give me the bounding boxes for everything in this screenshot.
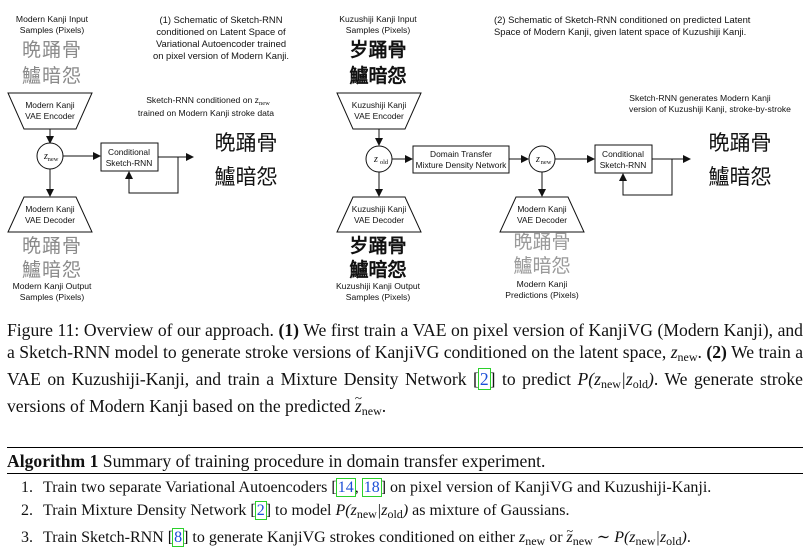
- algo-title: Algorithm 1: [7, 451, 99, 471]
- caption-step1-text: We first train a VAE on pixel version of…: [7, 320, 803, 362]
- caption-cite-2[interactable]: 2: [477, 368, 491, 390]
- right-rnn-label-2: Sketch-RNN: [600, 160, 647, 170]
- caption-intro: Overview of our approach.: [83, 320, 274, 340]
- right-title-2: Space of Modern Kanji, given latent spac…: [494, 26, 746, 37]
- right-zold-sub: old: [380, 159, 389, 166]
- caption-figure-label: Figure 11:: [7, 320, 80, 340]
- caption-step2-text-a: We train a VAE on Kuzushiji-Kanji, and t…: [7, 342, 804, 389]
- left-sketch-rnn: [100, 142, 159, 172]
- right-input-kanji-row1: 岁踊骨: [349, 38, 406, 61]
- figure-diagram: Modern Kanji Input Samples (Pixels) 晩踊骨 …: [7, 14, 791, 302]
- right-mod-vae-decoder: [499, 196, 585, 233]
- algo-steps: 1.Train two separate Variational Autoenc…: [7, 474, 803, 553]
- right-mdn-label-2: Mixture Density Network: [416, 160, 508, 170]
- algo-cite-2[interactable]: 2: [254, 501, 267, 520]
- left-title-4: on pixel version of Modern Kanji.: [153, 50, 289, 61]
- left-title-3: Variational Autoencoder trained: [156, 38, 286, 49]
- caption-step2-text-b: to predict: [502, 369, 572, 389]
- right-zold-symbol: z: [373, 154, 378, 165]
- left-output-label-1: Modern Kanji Output: [13, 281, 92, 291]
- right-kuz-vae-encoder: [336, 92, 422, 130]
- left-z-sub: new: [48, 156, 59, 163]
- figure-caption: Figure 11: Overview of our approach. (1)…: [7, 320, 804, 418]
- right-output-label-2: Samples (Pixels): [346, 292, 411, 302]
- right-mdn-label-1: Domain Transfer: [430, 149, 492, 159]
- caption-step2-num: (2): [706, 342, 727, 362]
- left-condition-note-2: trained on Modern Kanji stroke data: [138, 108, 274, 118]
- right-mod-decoder-label-1: Modern Kanji: [517, 204, 566, 214]
- algo-cite-14[interactable]: 14: [335, 478, 356, 497]
- right-pred-label-2: Predictions (Pixels): [505, 290, 579, 300]
- right-kuz-decoder-label-2: VAE Decoder: [354, 215, 404, 225]
- figure-11: Modern Kanji Input Samples (Pixels) 晩踊骨 …: [7, 14, 791, 302]
- caption-p-expr: P(znew|zold): [577, 369, 654, 391]
- caption-z-tilde-new: z~new: [354, 390, 382, 418]
- algo-header: Algorithm 1 Summary of training procedur…: [7, 448, 803, 473]
- left-output-label-2: Samples (Pixels): [20, 292, 85, 302]
- right-kuz-vae-decoder: [336, 196, 422, 233]
- right-generate-note-2: version of Kuzushiji Kanji, stroke-by-st…: [629, 104, 791, 114]
- algo-top-rule: [7, 447, 803, 448]
- right-input-label-1: Kuzushiji Kanji Input: [339, 14, 417, 24]
- right-output-label-1: Kuzushiji Kanji Output: [336, 281, 421, 291]
- caption-step2-text-c: . We generate stroke versions of Modern …: [7, 369, 803, 416]
- right-title-1: (2) Schematic of Sketch-RNN conditioned …: [494, 14, 751, 25]
- left-encoder-label-2: VAE Encoder: [25, 111, 75, 121]
- left-stroke-kanji-row2: 鱸暗怨: [215, 165, 278, 189]
- right-mod-decoder-label-2: VAE Decoder: [517, 215, 567, 225]
- left-input-kanji-row2: 鱸暗怨: [22, 65, 82, 87]
- algo-step-1: 1.Train two separate Variational Autoenc…: [21, 478, 712, 497]
- right-pred-kanji-row2: 鱸暗怨: [513, 255, 570, 277]
- right-rnn-label-1: Conditional: [602, 149, 644, 159]
- right-stroke-kanji-row1: 晩踊骨: [709, 131, 772, 155]
- left-condition-note-1: Sketch-RNN conditioned on znew: [146, 95, 270, 107]
- left-z-symbol: z: [43, 151, 48, 162]
- right-encoder-label-2: VAE Encoder: [354, 111, 404, 121]
- right-znew-symbol: z: [535, 154, 540, 165]
- left-stroke-kanji-row1: 晩踊骨: [215, 131, 278, 155]
- algo-step-3: 3.Train Sketch-RNN [8] to generate Kanji…: [21, 524, 691, 548]
- algo-mid-rule: [7, 473, 803, 474]
- left-encoder-label-1: Modern Kanji: [25, 100, 74, 110]
- algo-summary: Summary of training procedure in domain …: [102, 451, 546, 471]
- right-output-kanji-row2: 鱸暗怨: [349, 258, 406, 281]
- right-encoder-label-1: Kuzushiji Kanji: [352, 100, 407, 110]
- left-output-kanji-row2: 鱸暗怨: [22, 259, 82, 281]
- left-vae-decoder: [7, 196, 93, 233]
- right-input-kanji-row2: 鱸暗怨: [349, 64, 406, 87]
- caption-z-new: znew: [670, 342, 698, 364]
- right-pred-kanji-row1: 晩踊骨: [513, 231, 570, 253]
- right-mdn-box: [412, 145, 510, 174]
- right-znew-sub: new: [541, 159, 552, 166]
- right-pred-label-1: Modern Kanji: [517, 279, 568, 289]
- right-sketch-rnn: [594, 144, 653, 174]
- right-stroke-kanji-row2: 鱸暗怨: [709, 165, 772, 189]
- left-decoder-label-2: VAE Decoder: [25, 215, 75, 225]
- algo-cite-8[interactable]: 8: [172, 528, 185, 547]
- left-output-kanji-row1: 晩踊骨: [22, 235, 82, 257]
- algo-cite-18[interactable]: 18: [361, 478, 382, 497]
- left-title-2: conditioned on Latent Space of: [156, 26, 286, 37]
- left-vae-encoder: [7, 92, 93, 130]
- right-input-label-2: Samples (Pixels): [346, 25, 411, 35]
- right-rnn-feedback: [619, 159, 673, 196]
- left-title-1: (1) Schematic of Sketch-RNN: [160, 14, 283, 25]
- left-input-kanji-row1: 晩踊骨: [22, 39, 82, 61]
- caption-step1-num: (1): [278, 320, 299, 340]
- algorithm-1: Algorithm 1 Summary of training procedur…: [7, 447, 803, 553]
- left-rnn-label-2: Sketch-RNN: [106, 158, 153, 168]
- left-rnn-label-1: Conditional: [108, 147, 150, 157]
- left-decoder-label-1: Modern Kanji: [25, 204, 74, 214]
- left-input-label-1: Modern Kanji Input: [16, 14, 89, 24]
- right-output-kanji-row1: 岁踊骨: [349, 234, 406, 257]
- left-rnn-feedback: [125, 157, 179, 194]
- left-input-label-2: Samples (Pixels): [20, 25, 85, 35]
- algo-step-2: 2.Train Mixture Density Network [2] to m…: [21, 501, 570, 521]
- right-kuz-decoder-label-1: Kuzushiji Kanji: [352, 204, 407, 214]
- right-generate-note-1: Sketch-RNN generates Modern Kanji: [629, 93, 770, 103]
